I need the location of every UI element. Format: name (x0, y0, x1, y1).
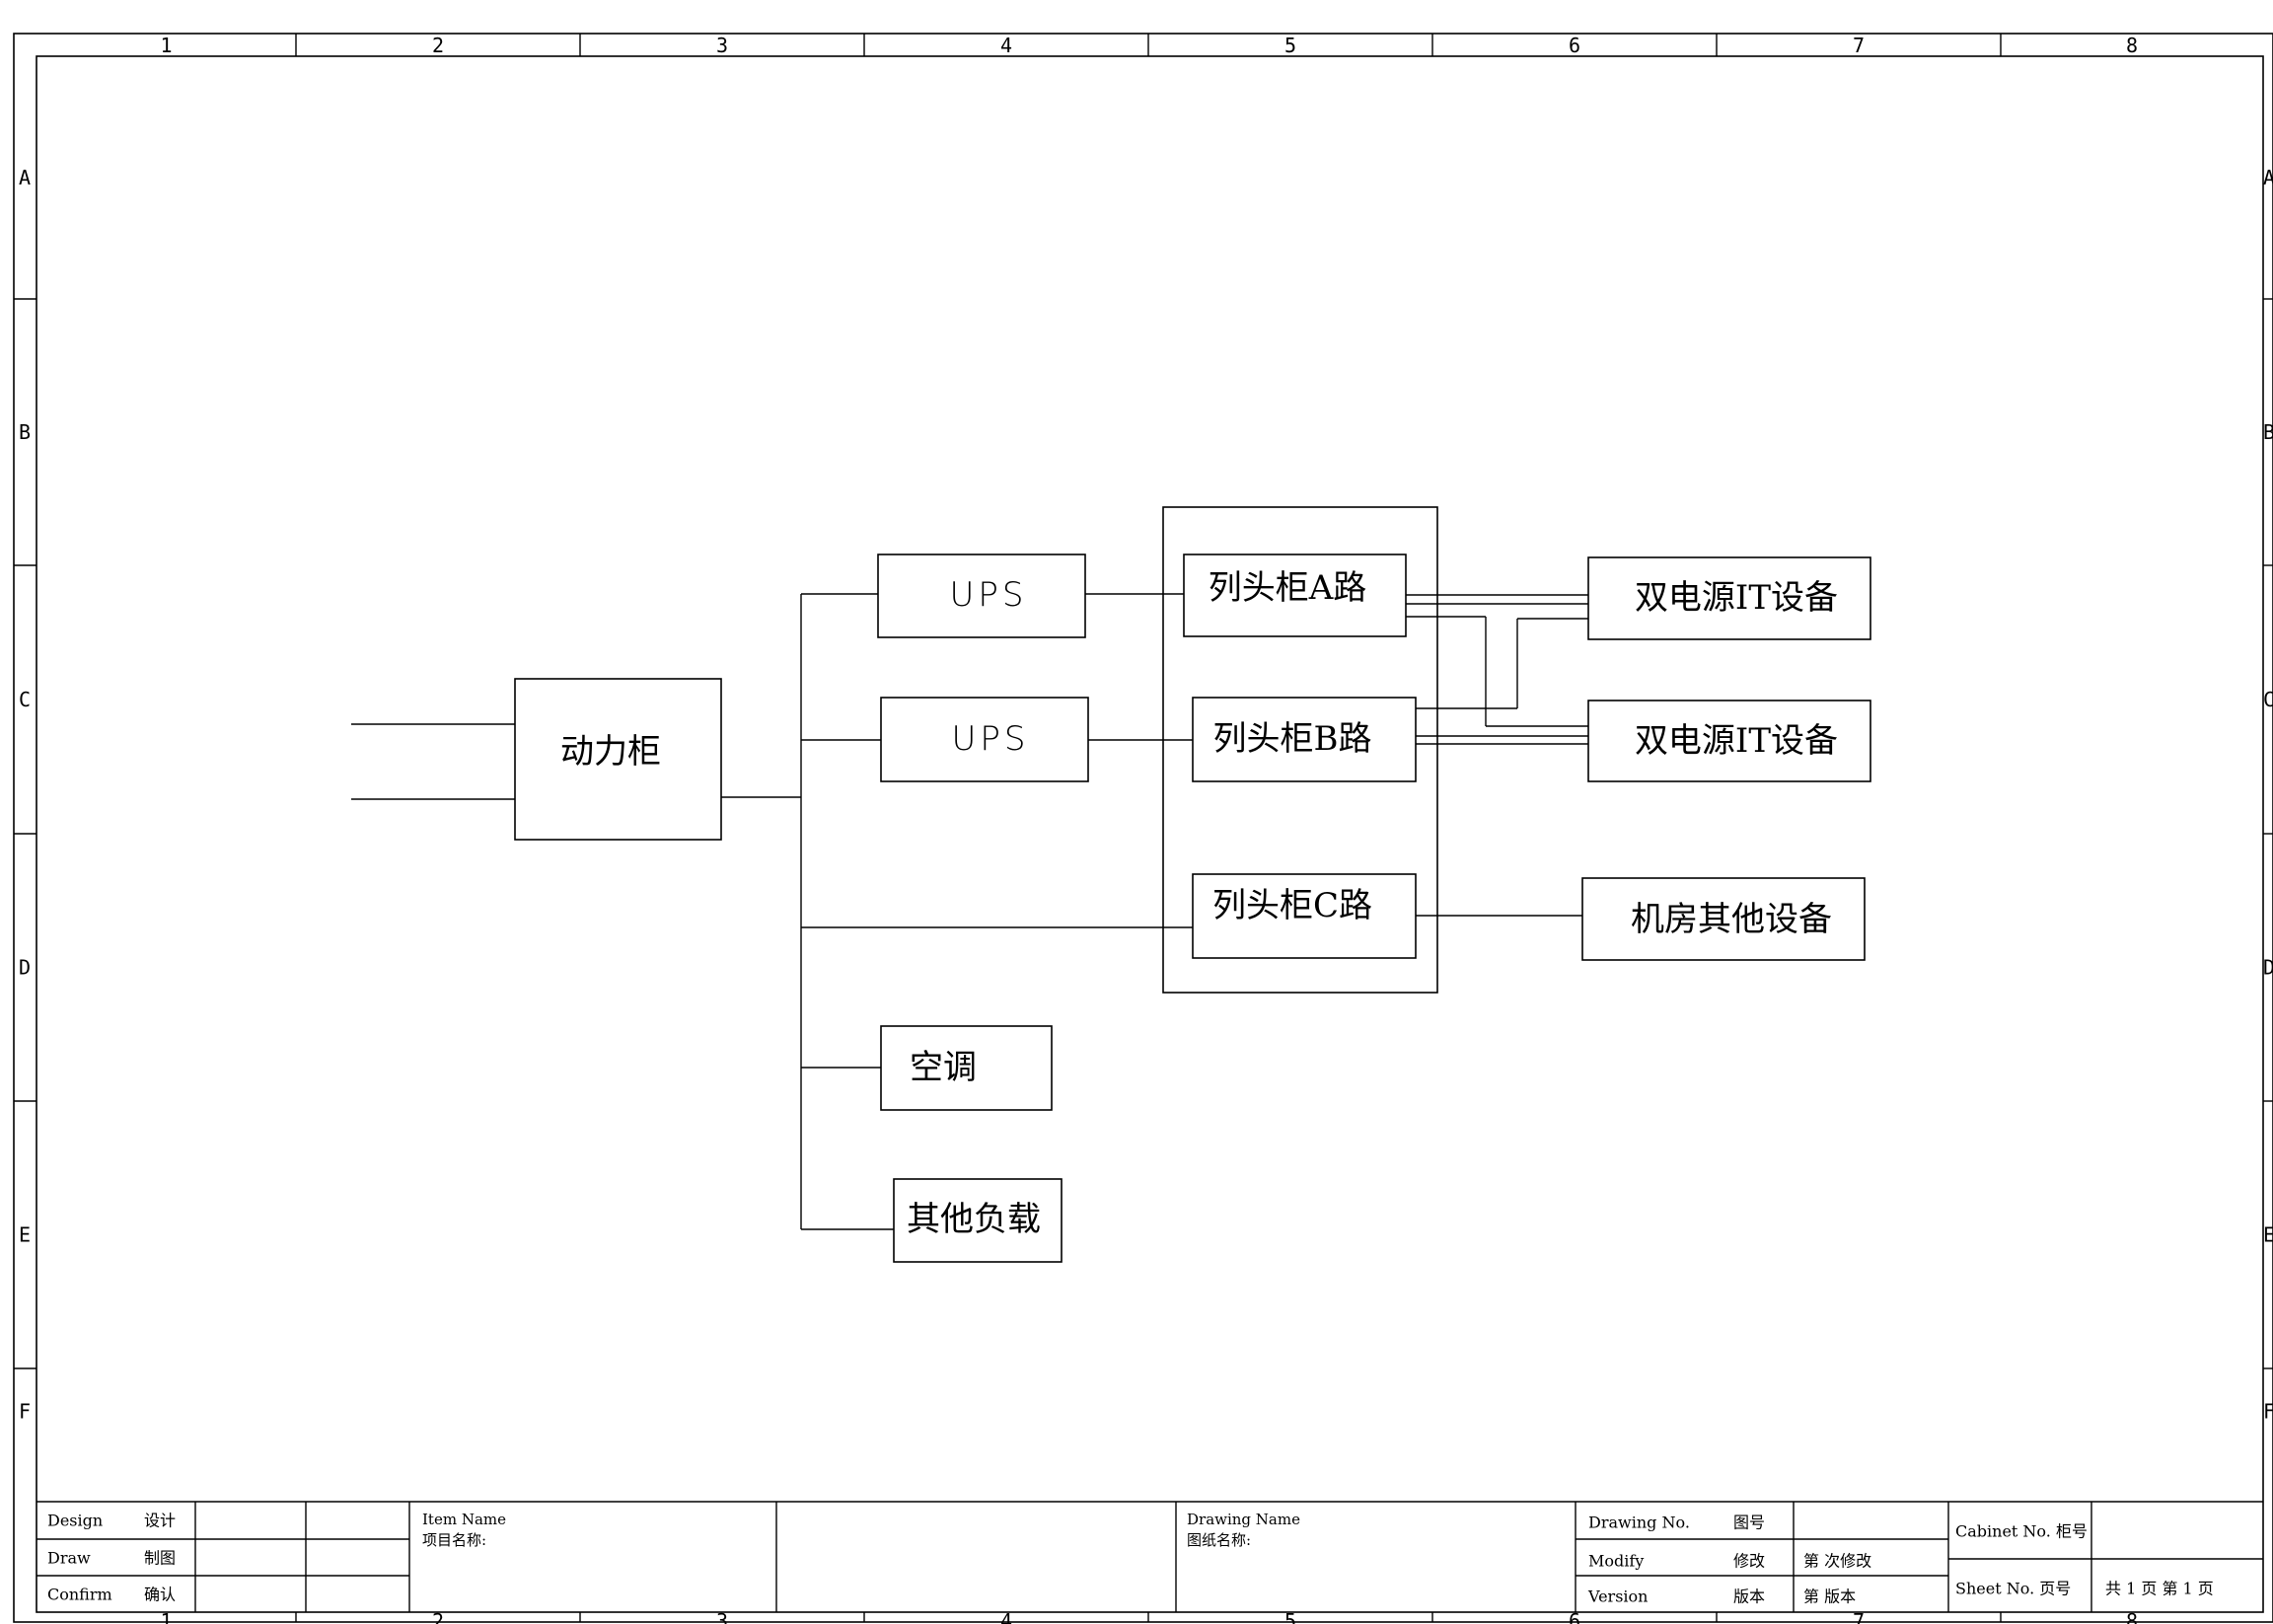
grid-row-label-right: F (2263, 1400, 2273, 1424)
grid-col-label: 1 (160, 34, 172, 57)
grid-col-label-bottom: 1 (160, 1609, 172, 1624)
dual-power-it-1-label: 双电源IT设备 (1635, 578, 1838, 618)
grid-row-label: F (19, 1400, 31, 1424)
grid-col-label: 3 (716, 34, 728, 57)
item-name-label-cn: 项目名称: (422, 1531, 486, 1549)
cabinet-no-label: Cabinet No. 柜号 (1955, 1522, 2088, 1541)
ups-1-label: UPS (950, 575, 1028, 615)
grid-row-label: A (19, 166, 31, 189)
room-other-equipment-label: 机房其他设备 (1631, 900, 1832, 939)
air-conditioner-block: 空调 (880, 1025, 1053, 1111)
design-label-en: Design (47, 1512, 103, 1530)
draw-label-cn: 制图 (144, 1549, 176, 1568)
modify-label-cn: 修改 (1733, 1552, 1765, 1571)
grid-col-label: 7 (1853, 34, 1865, 57)
grid-col-label-bottom: 4 (1000, 1609, 1012, 1624)
grid-row-label-right: B (2263, 420, 2273, 444)
other-load-block: 其他负载 (893, 1178, 1063, 1263)
inner-frame (36, 55, 2264, 1613)
title-block: Design 设计 Draw 制图 Confirm 确认 Item Name 项… (37, 1501, 2263, 1612)
grid-row-label: D (19, 956, 31, 980)
grid-col-label: 2 (432, 34, 444, 57)
dual-power-it-2-block: 双电源IT设备 (1587, 700, 1871, 782)
ups-2-label: UPS (952, 719, 1030, 759)
grid-col-label-bottom: 2 (432, 1609, 444, 1624)
confirm-label-en: Confirm (47, 1586, 112, 1604)
confirm-label-cn: 确认 (144, 1586, 176, 1604)
other-load-label: 其他负载 (907, 1200, 1041, 1239)
dual-power-it-2-label: 双电源IT设备 (1635, 721, 1838, 761)
grid-row-label-right: C (2263, 688, 2273, 711)
grid-row-label-right: A (2263, 166, 2273, 189)
column-cabinet-group (1162, 506, 1438, 994)
drawing-no-label-en: Drawing No. (1588, 1513, 1690, 1532)
column-cabinet-b-block: 列头柜B路 (1192, 697, 1417, 782)
column-cabinet-c-label: 列头柜C路 (1212, 886, 1372, 925)
item-name-label-en: Item Name (422, 1511, 506, 1528)
modify-count: 第 次修改 (1803, 1552, 1871, 1571)
grid-row-label: B (19, 420, 31, 444)
version-label-en: Version (1587, 1587, 1648, 1606)
draw-label-en: Draw (47, 1549, 91, 1568)
connection-lines (351, 593, 1588, 1230)
grid-col-label: 5 (1284, 34, 1296, 57)
ups-1-block: UPS (877, 554, 1086, 638)
grid-col-label-bottom: 8 (2126, 1609, 2138, 1624)
column-cabinet-a-label: 列头柜A路 (1209, 568, 1367, 608)
outer-frame (13, 33, 2273, 1623)
modify-label-en: Modify (1588, 1552, 1644, 1571)
column-cabinet-a-block: 列头柜A路 (1183, 554, 1407, 637)
page-count: 共 1 页 第 1 页 (2105, 1580, 2214, 1598)
grid-col-label-bottom: 3 (716, 1609, 728, 1624)
grid-row-label: C (19, 688, 31, 711)
drawing-name-label-en: Drawing Name (1187, 1511, 1300, 1528)
grid-col-label-bottom: 6 (1569, 1609, 1580, 1624)
sheet-no-label: Sheet No. 页号 (1955, 1580, 2071, 1598)
grid-col-label: 8 (2126, 34, 2138, 57)
ups-2-block: UPS (880, 697, 1089, 782)
grid-col-label-bottom: 5 (1284, 1609, 1296, 1624)
grid-col-label-bottom: 7 (1853, 1609, 1865, 1624)
air-conditioner-label: 空调 (910, 1048, 977, 1087)
column-cabinet-c-block: 列头柜C路 (1192, 873, 1417, 959)
design-label-cn: 设计 (144, 1512, 176, 1530)
room-other-equipment-block: 机房其他设备 (1581, 877, 1866, 961)
grid-row-label-right: D (2263, 956, 2273, 980)
drawing-no-label-cn: 图号 (1733, 1513, 1765, 1532)
grid-col-label: 6 (1569, 34, 1580, 57)
power-cabinet-label: 动力柜 (560, 732, 661, 772)
grid-col-label: 4 (1000, 34, 1012, 57)
version-label-cn: 版本 (1733, 1587, 1765, 1606)
power-cabinet-block: 动力柜 (514, 678, 722, 841)
grid-row-label-right: E (2263, 1223, 2273, 1247)
column-cabinet-b-label: 列头柜B路 (1213, 719, 1372, 759)
drawing-name-label-cn: 图纸名称: (1187, 1531, 1251, 1549)
version-count: 第 版本 (1803, 1587, 1856, 1606)
grid-row-label: E (19, 1223, 31, 1247)
dual-power-it-1-block: 双电源IT设备 (1587, 556, 1871, 640)
